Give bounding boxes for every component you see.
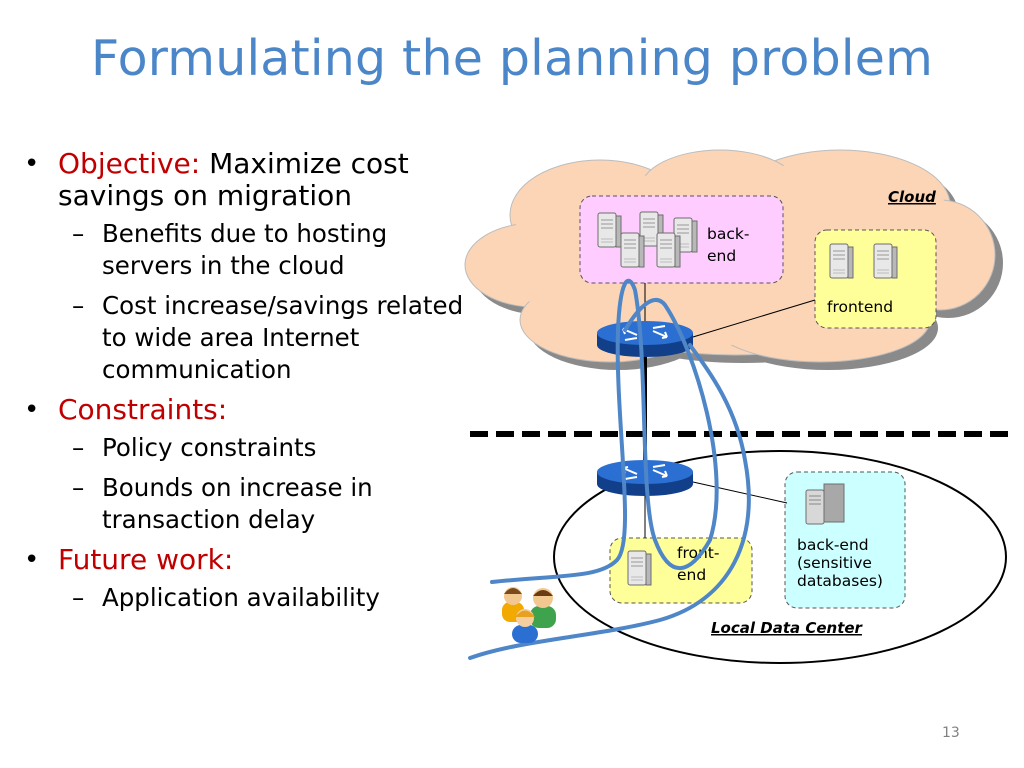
sub-bullet: Policy constraints: [18, 432, 468, 464]
dc-frontend-server-icon: [627, 550, 652, 586]
link-router-frontend: [692, 299, 816, 338]
cloud-backend-label-line1: back-: [707, 225, 749, 243]
dc-backend-label-line1: back-end: [797, 536, 869, 554]
request-path-curve-2: [468, 343, 751, 660]
bullet-dot: •: [24, 545, 40, 575]
bullet-dot: •: [24, 395, 40, 425]
bullet-future-work: • Future work:: [18, 544, 468, 576]
slide-title: Formulating the planning problem: [90, 30, 934, 87]
sub-bullet-text: Policy constraints: [102, 433, 317, 462]
bullet-objective: • Objective: Maximize cost savings on mi…: [18, 148, 468, 212]
slide-number: 13: [942, 725, 960, 741]
sub-bullet: Application availability: [18, 582, 468, 614]
cloud-backend-label-line2: end: [707, 247, 736, 265]
bullet-dot: •: [24, 149, 40, 179]
dc-database-server-icon: [805, 483, 845, 525]
link-router-dc-backend: [692, 481, 788, 504]
sub-bullet: Benefits due to hosting servers in the c…: [18, 218, 468, 282]
datacenter-label: Local Data Center: [711, 619, 864, 637]
sub-bullet-text: Cost increase/savings related to wide ar…: [102, 291, 464, 384]
objective-text: Maximize cost savings on migration: [58, 147, 409, 212]
sub-bullet-text: Bounds on increase in transaction delay: [102, 473, 373, 534]
dc-backend-label-line2: (sensitive: [797, 554, 872, 572]
request-path-curve-1: [490, 278, 719, 584]
bullet-constraints: • Constraints:: [18, 394, 468, 426]
sub-bullet: Cost increase/savings related to wide ar…: [18, 290, 468, 386]
objective-label: Objective:: [58, 147, 201, 180]
sub-bullet-text: Application availability: [102, 583, 380, 612]
bullet-list: • Objective: Maximize cost savings on mi…: [18, 148, 468, 622]
cloud-frontend-label: frontend: [827, 298, 893, 316]
dc-frontend-label-line2: end: [677, 566, 706, 584]
sub-bullet: Bounds on increase in transaction delay: [18, 472, 468, 536]
dc-backend-label-line3: databases): [797, 572, 883, 590]
dc-frontend-label-line1: front-: [677, 544, 719, 562]
users-icon: [502, 587, 556, 643]
future-work-label: Future work:: [58, 543, 234, 576]
cloud-label: Cloud: [888, 188, 936, 206]
constraints-label: Constraints:: [58, 393, 228, 426]
sub-bullet-text: Benefits due to hosting servers in the c…: [102, 219, 388, 280]
